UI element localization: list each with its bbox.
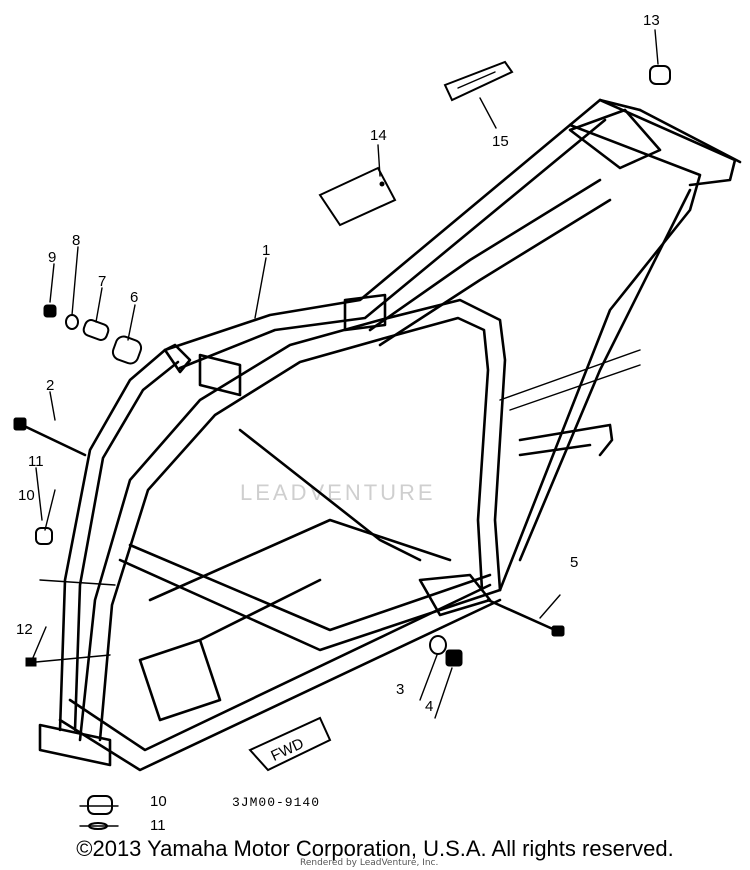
callout-9: 9 [48,249,56,266]
frame-assembly [38,98,742,772]
copyright-text: ©2013 Yamaha Motor Corporation, U.S.A. A… [76,836,674,861]
callout-14: 14 [370,127,387,144]
part-15-plate [443,60,514,102]
part-2-bolt [13,417,87,457]
diagram-code: 3JM00-9140 [232,795,320,810]
watermark-text: LEADVENTURE [240,480,436,505]
callout-3: 3 [396,681,404,698]
part-10-damper-top [35,527,53,545]
callout-8: 8 [72,232,80,249]
fwd-arrow-icon: FWD [248,716,332,772]
part-6-damper [111,335,143,365]
part-3-washer [429,635,447,655]
part-4-nut [445,649,463,667]
part-13-cap [649,65,671,85]
callout-7: 7 [98,273,106,290]
part-7-collar [82,319,110,341]
callout-2: 2 [46,377,54,394]
callout-13: 13 [643,12,660,29]
rendered-by-text: Rendered by LeadVenture, Inc. [300,858,439,868]
callout-11-top: 11 [28,453,44,470]
callout-1: 1 [262,242,270,259]
callout-6: 6 [130,289,138,306]
callout-4: 4 [425,698,433,715]
callout-12: 12 [16,621,33,638]
callout-11-bottom: 11 [150,817,166,834]
part-9-bolt [43,304,57,318]
leader-lines [31,29,659,827]
callout-5: 5 [570,554,578,571]
callout-10-top: 10 [18,487,35,504]
part-14-pad [318,166,397,227]
part-10-damper-bottom [87,795,113,815]
callout-15: 15 [492,133,509,150]
callouts: 13 15 14 1 9 8 7 6 2 11 10 12 3 4 5 10 1… [16,12,660,834]
part-5-bolt [486,598,565,637]
part-12-screw [25,657,37,667]
part-8-washer [65,314,79,330]
callout-10-bottom: 10 [150,793,167,810]
